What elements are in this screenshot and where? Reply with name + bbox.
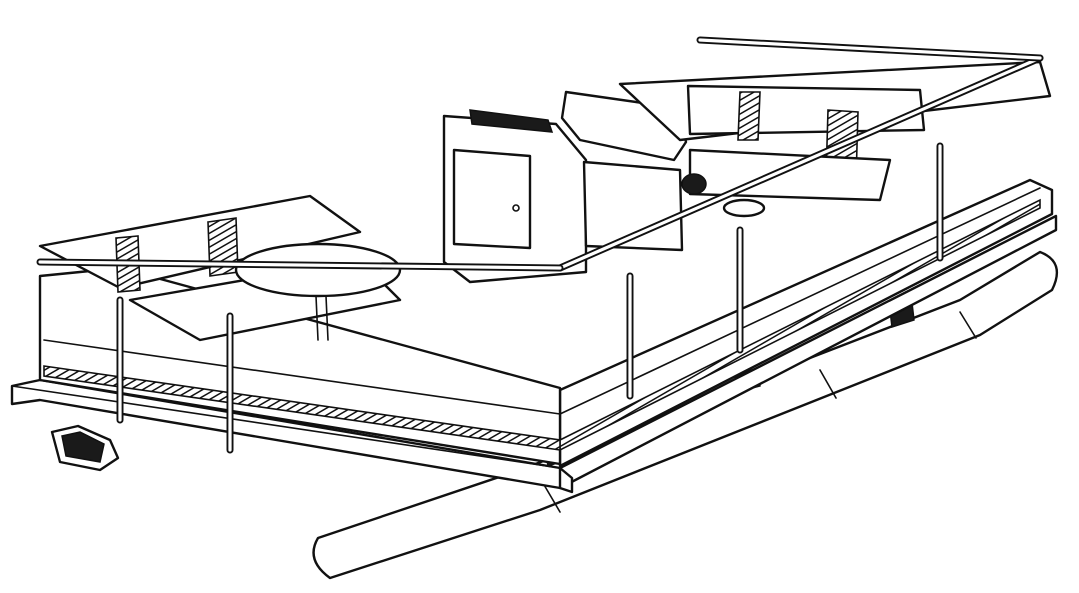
console-door <box>452 148 532 250</box>
bench-seat <box>688 148 892 202</box>
railing <box>36 36 1044 454</box>
speaker <box>681 173 707 195</box>
stripe-stern <box>43 365 561 451</box>
fence-panel-line <box>43 339 561 415</box>
bow-seating <box>618 60 1052 218</box>
fence-panel-line <box>559 187 1041 415</box>
fence-walls <box>38 178 1054 468</box>
pontoon-seam <box>819 369 837 399</box>
table-top <box>234 242 402 298</box>
rear-pontoon-shadow <box>61 431 105 463</box>
pontoon-seam <box>959 311 977 339</box>
deck-edge-front <box>10 214 1058 490</box>
helm-console <box>442 109 588 284</box>
console-dash <box>469 109 554 133</box>
console-latch <box>512 204 520 212</box>
deck-top-line <box>11 385 561 469</box>
deck-corner <box>558 466 574 494</box>
cushion-stripe <box>737 91 761 141</box>
table-post <box>315 295 319 341</box>
table <box>234 242 402 341</box>
cup-holder <box>722 198 766 218</box>
table-post <box>325 295 329 341</box>
deck <box>10 214 1058 494</box>
